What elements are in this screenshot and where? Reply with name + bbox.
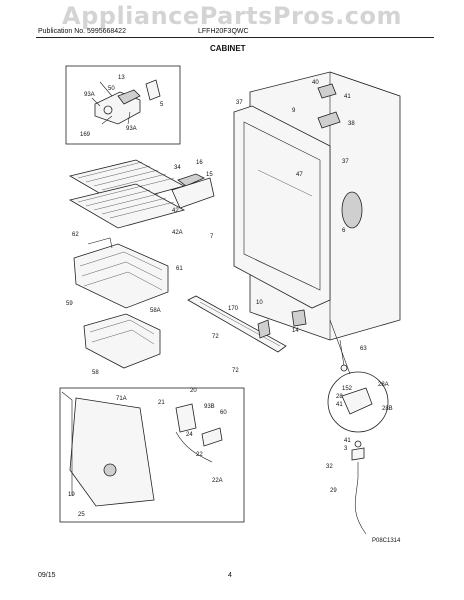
part-callout: 16: [196, 160, 203, 166]
door-liner: [233, 105, 331, 309]
part-callout: 38: [348, 121, 355, 127]
part-callout: 50: [108, 86, 115, 92]
part-callout: 28A: [378, 382, 389, 388]
part-callout: 3: [344, 446, 348, 452]
kick-plate: [187, 295, 287, 353]
section-title: CABINET: [210, 44, 246, 53]
part-callout: 20: [190, 388, 197, 394]
part-callout: 41: [344, 438, 351, 444]
part-callout: 72: [212, 334, 219, 340]
part-callout: 61: [176, 266, 183, 272]
part-callout: 152: [342, 386, 353, 392]
part-callout: 28: [336, 394, 343, 400]
back-panel-inset: [59, 387, 245, 523]
part-callout: 42A: [172, 230, 183, 236]
part-callout: 9: [292, 108, 296, 114]
part-callout: 24: [186, 432, 193, 438]
wire-shelves: [68, 159, 186, 229]
part-callout: 41: [336, 402, 343, 408]
part-callout: 59: [66, 301, 73, 307]
part-callout: 13: [118, 75, 125, 81]
header-rule: [36, 37, 434, 38]
part-callout: 22: [196, 452, 203, 458]
drain-hose: [351, 440, 367, 535]
part-callout: 37: [236, 100, 243, 106]
part-callout: 32: [326, 464, 333, 470]
part-callout: 40: [312, 80, 319, 86]
part-callout: 22A: [212, 478, 223, 484]
part-callout: 58: [92, 370, 99, 376]
part-callout: 10: [256, 300, 263, 306]
part-callout: 93A: [84, 92, 95, 98]
part-callout: 47: [296, 172, 303, 178]
lower-basket: [83, 313, 161, 369]
part-callout: 28B: [382, 406, 393, 412]
part-callout: 169: [80, 132, 91, 138]
publication-number: Publication No. 5995668422: [38, 28, 126, 35]
part-callout: 63: [360, 346, 367, 352]
part-callout: 170: [228, 306, 239, 312]
part-callout: 71A: [116, 396, 127, 402]
figure-code: P08C1314: [372, 538, 401, 544]
part-callout: 93A: [126, 126, 137, 132]
upper-basket: [73, 237, 169, 309]
part-callout: 21: [158, 400, 165, 406]
part-callout: 93B: [204, 404, 215, 410]
part-callout: 58A: [150, 308, 161, 314]
model-number: LFFH20F3QWC: [198, 28, 249, 35]
part-callout: 7: [210, 234, 214, 240]
part-callout: 19: [68, 492, 75, 498]
leg-detail: [327, 319, 389, 433]
part-callout: 6: [342, 228, 346, 234]
hinge-inset: [65, 65, 181, 145]
part-callout: 5: [160, 102, 164, 108]
part-callout: 25: [78, 512, 85, 518]
page-number: 4: [228, 572, 232, 579]
part-callout: 15: [206, 172, 213, 178]
part-callout: 60: [220, 410, 227, 416]
part-callout: 29: [330, 488, 337, 494]
part-callout: 72: [232, 368, 239, 374]
part-callout: 37: [342, 159, 349, 165]
footer-date: 09/15: [38, 572, 56, 579]
part-callout: 34: [174, 165, 181, 171]
door-small-parts: [171, 83, 348, 372]
watermark: AppliancePartsPros.com: [62, 2, 402, 30]
part-callout: 42: [172, 208, 179, 214]
part-callout: 62: [72, 232, 79, 238]
part-callout: 41: [344, 94, 351, 100]
part-callout: 14: [292, 328, 299, 334]
